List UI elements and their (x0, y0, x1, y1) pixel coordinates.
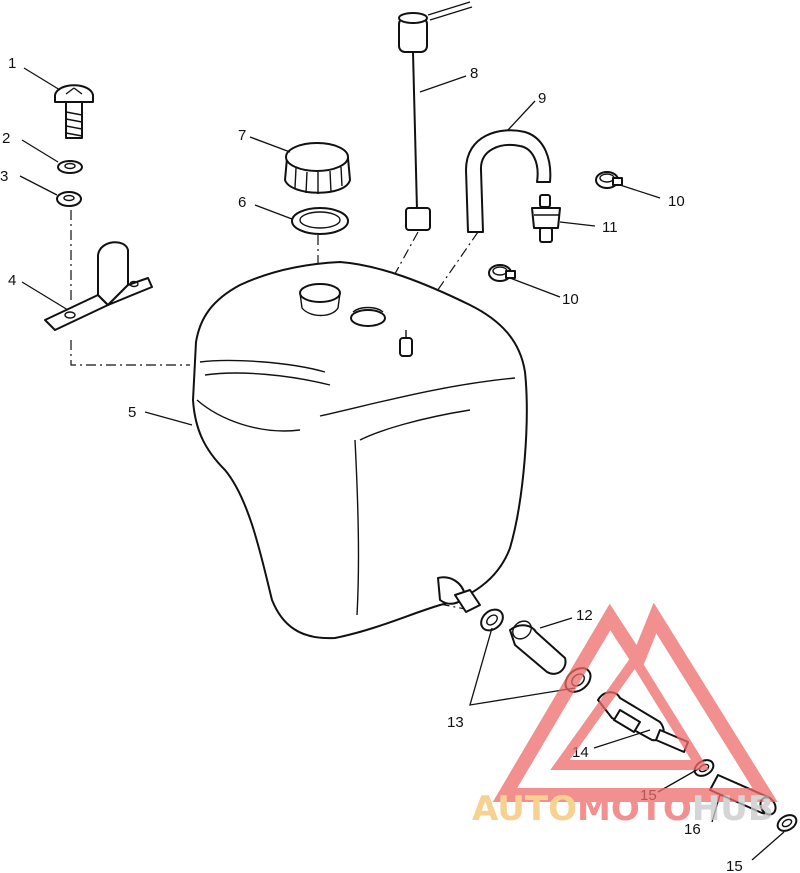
callout-9: 9 (538, 90, 546, 107)
automotohub-watermark: AUTOMOTOHUB (472, 602, 778, 829)
watermark-moto: MOTO (577, 789, 692, 829)
callout-13: 13 (447, 714, 464, 731)
callout-11: 11 (602, 219, 618, 236)
watermark-auto: AUTO (472, 789, 577, 829)
fuel-cap (284, 142, 351, 194)
callout-3: 3 (0, 168, 8, 185)
callout-15-lower: 15 (726, 858, 743, 873)
mounting-bracket (44, 241, 153, 331)
callout-2: 2 (2, 130, 10, 147)
callout-7: 7 (238, 127, 246, 144)
watermark-hub: HUB (692, 789, 774, 829)
fuel-tank (192, 261, 528, 640)
callout-1: 1 (8, 55, 16, 72)
leader-lines (19, 67, 785, 861)
cap-gasket (291, 207, 349, 235)
hose-clamp-3 (480, 608, 504, 632)
flat-washer (56, 191, 82, 207)
fuel-gauge-rod (398, 1, 473, 231)
callout-10-lower: 10 (562, 291, 579, 308)
callout-5: 5 (128, 404, 136, 421)
hose-clamp (595, 171, 623, 189)
lock-washer (57, 160, 83, 174)
screw (54, 84, 94, 139)
check-valve (531, 194, 561, 243)
callout-8: 8 (470, 65, 478, 82)
svg-text:AUTOMOTOHUB: AUTOMOTOHUB (472, 789, 774, 829)
callout-16: 16 (684, 821, 701, 838)
callout-10-upper: 10 (668, 193, 685, 210)
callout-6: 6 (238, 194, 246, 211)
callout-4: 4 (8, 272, 16, 289)
callout-12: 12 (576, 607, 593, 624)
fuel-hose (509, 620, 567, 675)
vent-hose (465, 129, 552, 233)
hose-clamp-6 (776, 814, 798, 832)
hose-clamp-2 (488, 264, 516, 282)
